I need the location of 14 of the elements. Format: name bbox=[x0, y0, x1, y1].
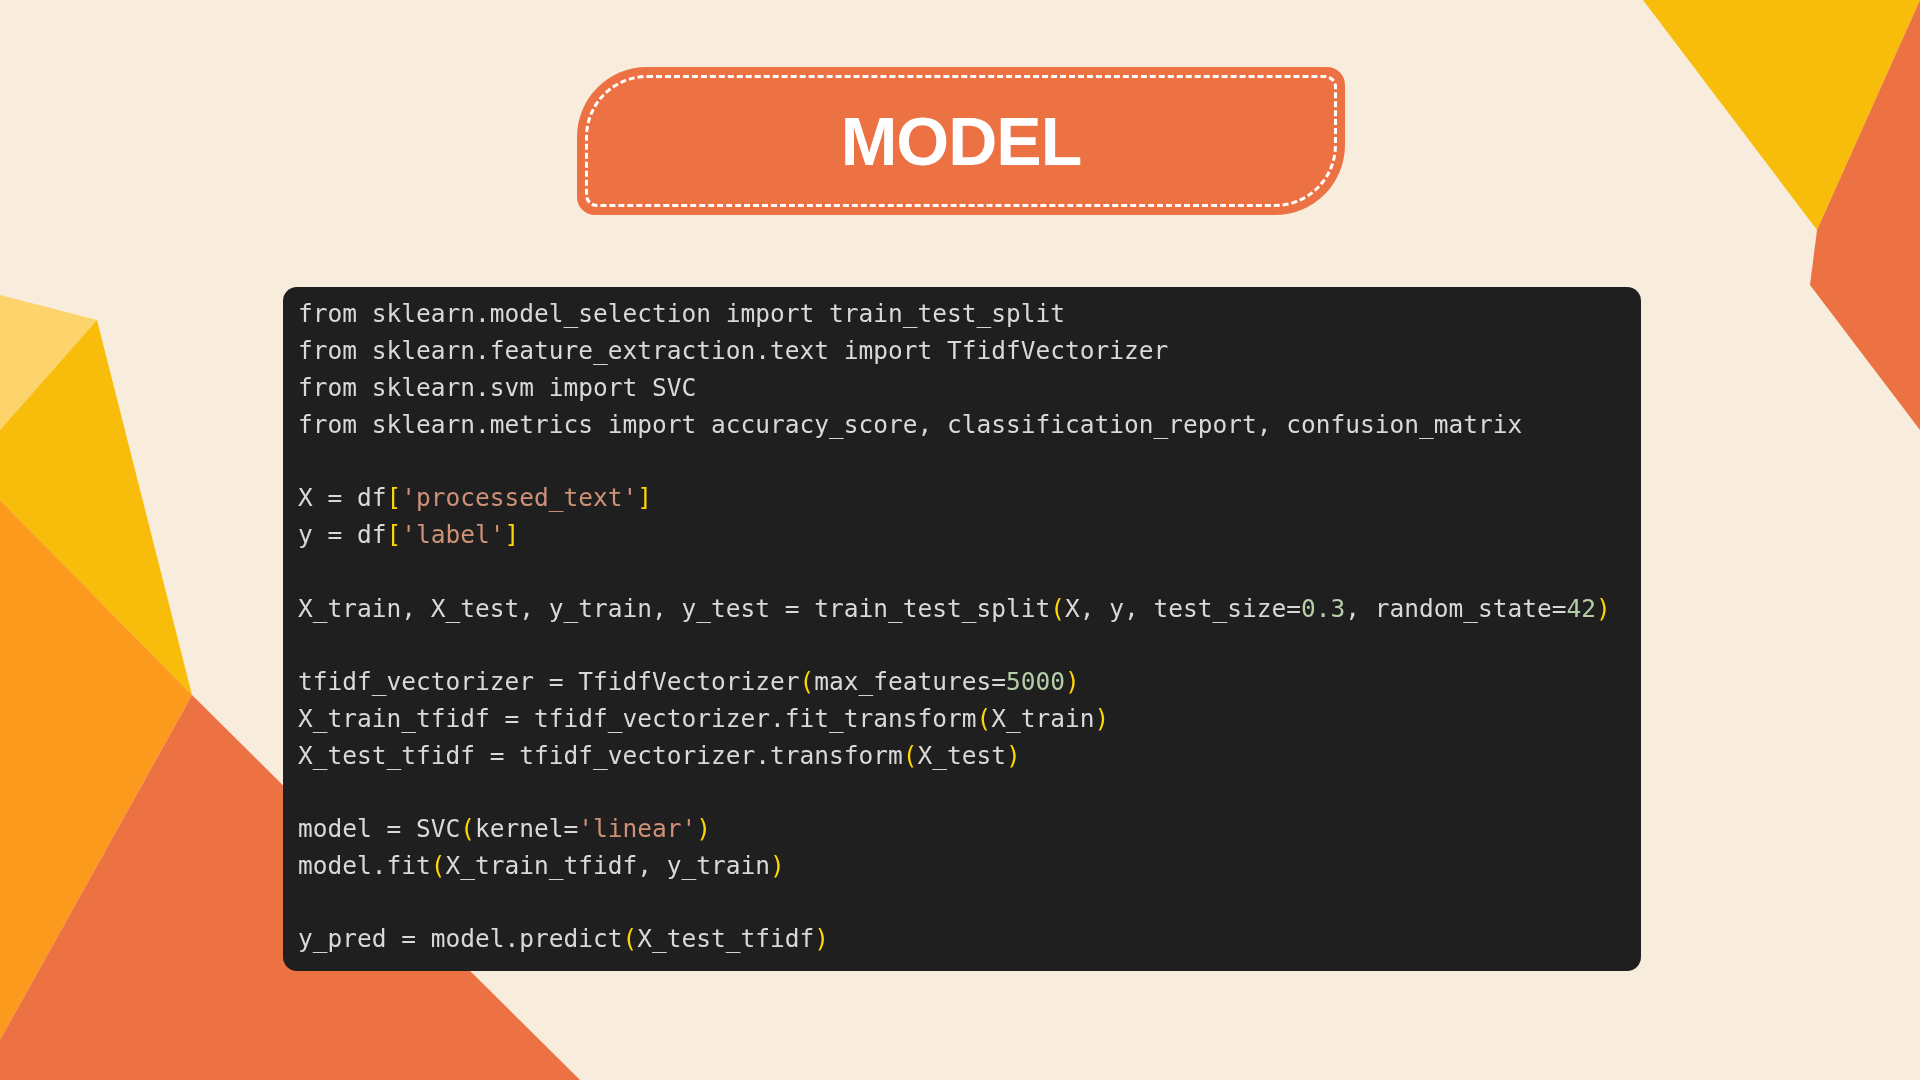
title: MODEL bbox=[840, 102, 1082, 180]
code-line: from sklearn.model_selection import train_test_split bbox=[298, 298, 1065, 330]
code-line: X_train_tfidf = tfidf_vectorizer.fit_transform(X_train) bbox=[298, 702, 1110, 735]
code-line: tfidf_vectorizer = TfidfVectorizer(max_features=5000) bbox=[298, 665, 1080, 698]
code-line: X = df['processed_text'] bbox=[298, 482, 653, 515]
code-line: X_train, X_test, y_train, y_test = train_test_split(X, y, test_size=0.3, random_state=42) bbox=[298, 592, 1611, 625]
code-line: model = SVC(kernel='linear') bbox=[298, 813, 712, 846]
code-line: from sklearn.svm import SVC bbox=[298, 372, 697, 404]
code-line: X_test_tfidf = tfidf_vectorizer.transform(X_test) bbox=[298, 739, 1021, 772]
code-line: y_pred = model.predict(X_test_tfidf) bbox=[298, 923, 830, 956]
code-line: from sklearn.feature_extraction.text import TfidfVectorizer bbox=[298, 335, 1169, 367]
code-line: from sklearn.metrics import accuracy_score, classification_report, confusion_matrix bbox=[298, 409, 1523, 441]
code-line: model.fit(X_train_tfidf, y_train) bbox=[298, 850, 785, 883]
code-line: y = df['label'] bbox=[298, 519, 520, 552]
